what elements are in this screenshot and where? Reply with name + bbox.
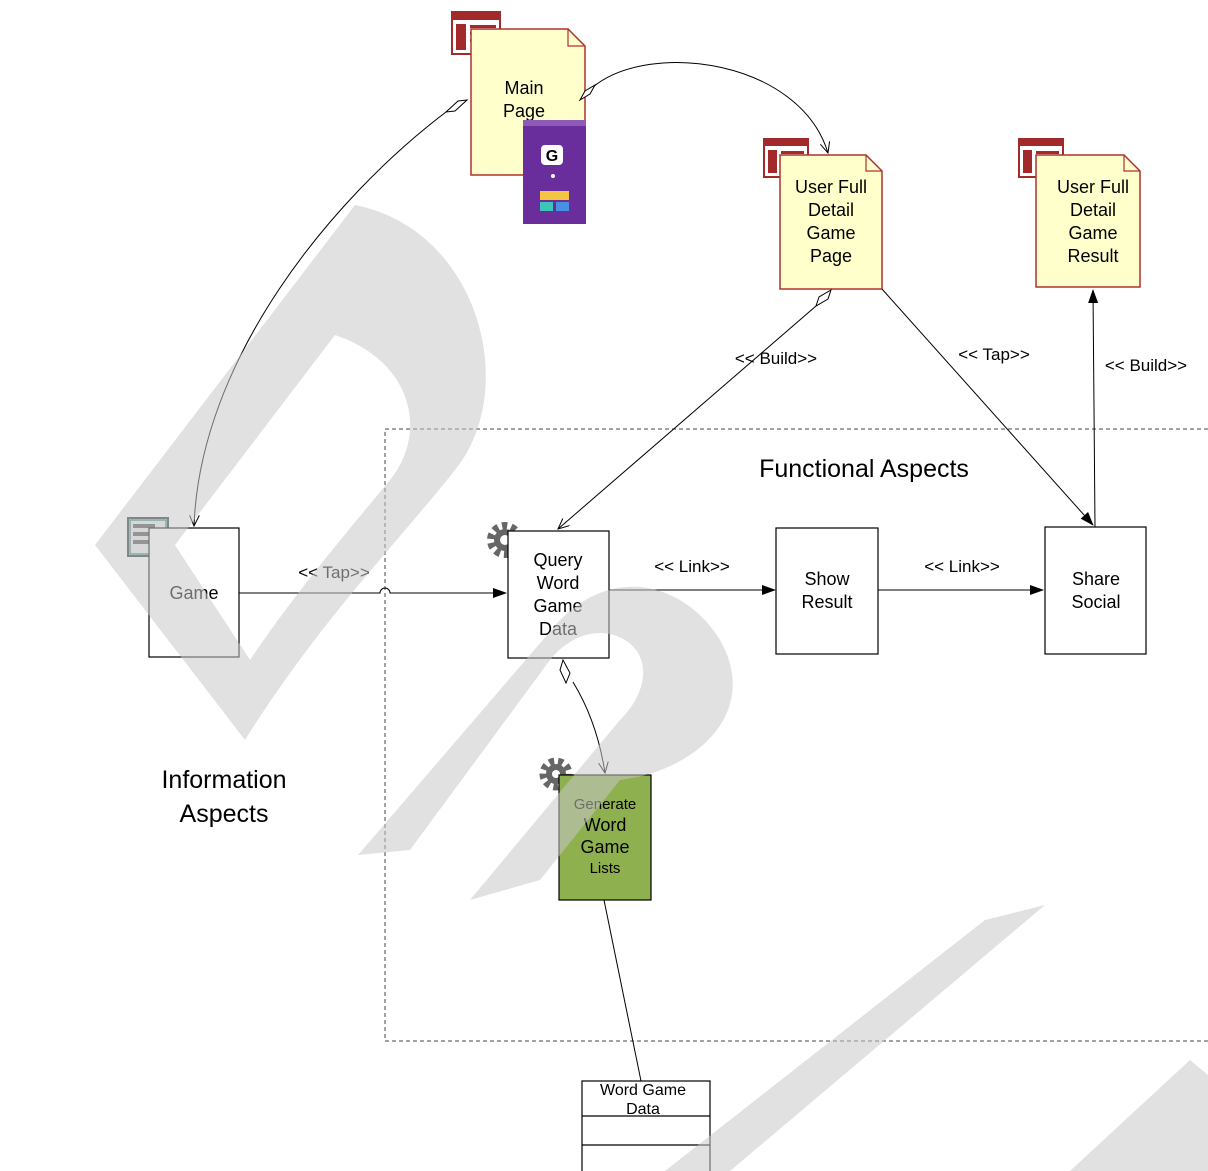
show-result-label-line1: Show bbox=[804, 569, 850, 589]
show-result-node[interactable]: Show Result bbox=[775, 527, 879, 655]
watermark bbox=[95, 205, 1208, 1171]
share-social-node[interactable]: Share Social bbox=[1044, 526, 1147, 655]
share-social-label-line1: Share bbox=[1072, 569, 1120, 589]
main-page-document[interactable]: Main Page bbox=[451, 11, 586, 176]
app-play-button-icon bbox=[540, 191, 569, 200]
generate-label-line2: Word bbox=[584, 815, 627, 835]
user-game-page-label-line4: Page bbox=[810, 246, 852, 266]
word-game-data-table[interactable]: Word Game Data bbox=[581, 1080, 711, 1171]
word-game-data-label-line2: Data bbox=[626, 1101, 660, 1118]
connector-share-to-result bbox=[1088, 289, 1099, 528]
generate-label-line3: Game bbox=[580, 837, 629, 857]
connector-user-page-to-query bbox=[558, 288, 832, 529]
connector-game-to-query bbox=[239, 587, 507, 598]
user-game-result-document[interactable]: User Full Detail Game Result bbox=[1018, 138, 1141, 288]
query-word-game-data-node[interactable]: Query Word Game Data bbox=[487, 522, 610, 659]
user-game-page-label-line3: Game bbox=[806, 223, 855, 243]
edge-label-query-to-show: << Link>> bbox=[654, 557, 730, 576]
edge-label-user-page-to-query: << Build>> bbox=[735, 349, 817, 368]
user-game-result-label-line2: Detail bbox=[1070, 200, 1116, 220]
connector-generate-to-data bbox=[603, 899, 642, 1082]
app-chart-button-icon bbox=[556, 202, 569, 211]
share-social-label-line2: Social bbox=[1071, 592, 1120, 612]
main-page-label-line1: Main bbox=[504, 78, 543, 98]
user-game-page-label-line1: User Full bbox=[795, 177, 867, 197]
app-logo-letter: G bbox=[546, 148, 558, 165]
user-game-result-label-line1: User Full bbox=[1057, 177, 1129, 197]
functional-aspects-boundary bbox=[384, 428, 1208, 1042]
show-result-label-line2: Result bbox=[801, 592, 852, 612]
generate-label-line4: Lists bbox=[590, 860, 621, 877]
information-aspects-label-line2: Aspects bbox=[180, 800, 269, 828]
user-game-page-document[interactable]: User Full Detail Game Page bbox=[763, 138, 883, 290]
connector-user-page-to-share bbox=[881, 288, 1094, 526]
user-game-page-label-line2: Detail bbox=[808, 200, 854, 220]
functional-aspects-label: Functional Aspects bbox=[759, 455, 969, 483]
query-label-line2: Word bbox=[537, 573, 580, 593]
connector-main-to-user-page bbox=[578, 62, 828, 153]
app-logo-icon bbox=[541, 145, 563, 165]
edge-label-share-to-result: << Build>> bbox=[1105, 356, 1187, 375]
user-game-result-label-line4: Result bbox=[1067, 246, 1118, 266]
app-share-button-icon bbox=[540, 202, 553, 211]
edge-label-user-page-to-share: << Tap>> bbox=[958, 345, 1030, 364]
information-aspects-label-line1: Information bbox=[161, 766, 286, 794]
user-game-result-label-line3: Game bbox=[1068, 223, 1117, 243]
word-game-data-label-line1: Word Game bbox=[600, 1082, 686, 1099]
query-label-line1: Query bbox=[533, 550, 582, 570]
app-screenshot-thumbnail: G bbox=[523, 120, 586, 224]
main-page-label-line2: Page bbox=[503, 101, 545, 121]
edge-label-show-to-share: << Link>> bbox=[924, 557, 1000, 576]
